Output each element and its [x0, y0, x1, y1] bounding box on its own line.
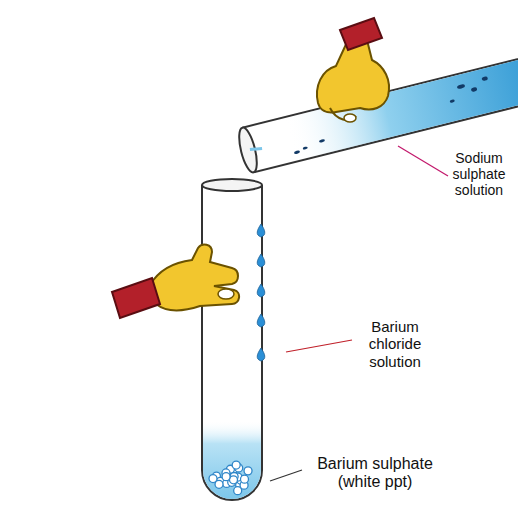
solution-label: Sodium sulphate solution: [444, 150, 514, 198]
hand: [317, 18, 389, 122]
leader-line: [286, 340, 352, 352]
hand: [112, 245, 239, 318]
leader-line: [398, 146, 448, 176]
white-precipitate: [209, 461, 252, 495]
test-tube: [202, 179, 265, 500]
precipitate-label: Barium sulphate (white ppt): [300, 455, 450, 492]
leader-lines: [270, 146, 448, 481]
leader-line: [270, 470, 302, 481]
solution-label: Barium chloride solution: [352, 318, 438, 370]
drops: [257, 224, 265, 361]
